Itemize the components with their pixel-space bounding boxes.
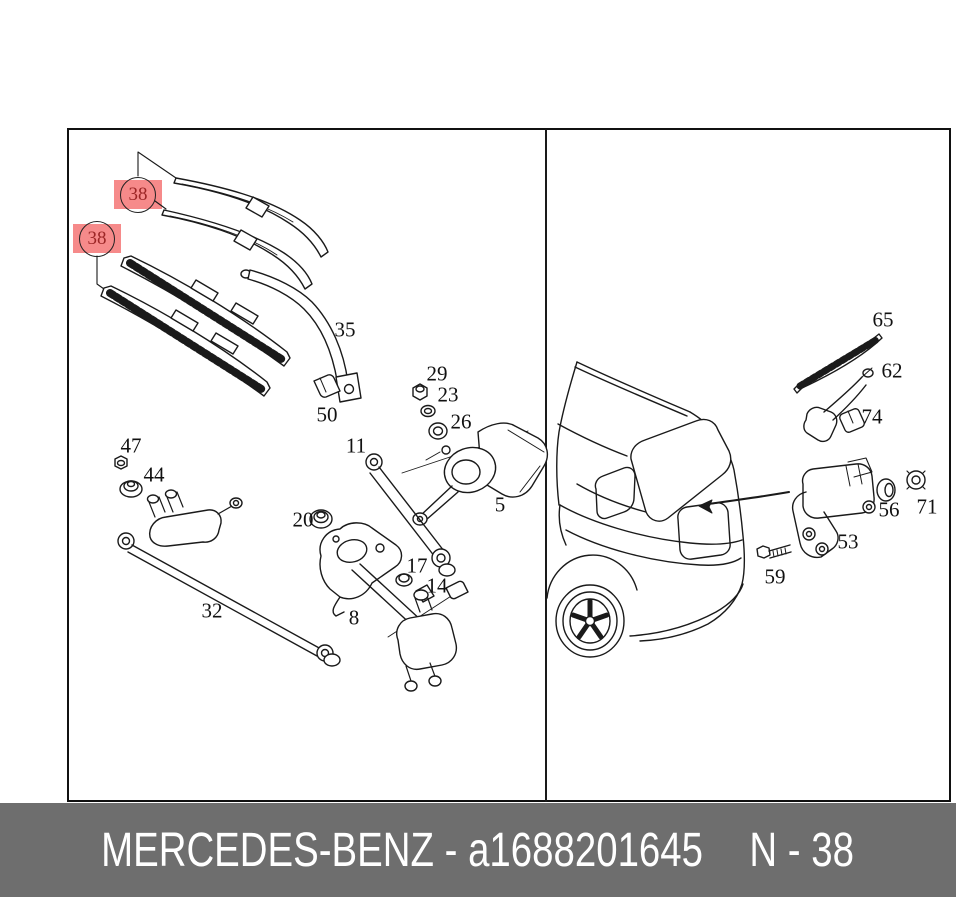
- highlighted-part-number: 38: [79, 220, 115, 257]
- part-label-35: 35: [334, 317, 356, 342]
- part-label-71: 71: [916, 494, 938, 519]
- caption-separator: -: [434, 823, 469, 877]
- part-label-50: 50: [316, 402, 338, 427]
- part-label-11: 11: [345, 433, 367, 458]
- part-label-47: 47: [120, 433, 142, 458]
- caption-text: MERCEDES-BENZ - a1688201645 N - 38: [102, 823, 855, 878]
- part-number-text: a1688201645: [468, 823, 704, 877]
- part-highlight-badge: 38: [114, 176, 162, 213]
- part-label-29: 29: [426, 361, 448, 386]
- part-label-56: 56: [878, 497, 900, 522]
- part-label-59: 59: [764, 564, 786, 589]
- part-label-20: 20: [292, 507, 314, 532]
- part-label-62: 62: [881, 358, 903, 383]
- part-label-74: 74: [861, 404, 883, 429]
- part-label-14: 14: [426, 573, 448, 598]
- brand-name: MERCEDES-BENZ: [101, 823, 435, 877]
- note-code: N - 38: [749, 823, 855, 877]
- part-highlight-badge: 38: [73, 220, 121, 257]
- part-label-23: 23: [437, 382, 459, 407]
- part-label-53: 53: [837, 529, 859, 554]
- highlighted-part-number: 38: [120, 176, 156, 213]
- part-label-32: 32: [201, 598, 223, 623]
- diagram-frame: [67, 128, 951, 802]
- part-label-8: 8: [348, 605, 360, 630]
- part-label-17: 17: [406, 553, 428, 578]
- caption-bar: MERCEDES-BENZ - a1688201645 N - 38: [0, 803, 956, 897]
- part-label-5: 5: [494, 492, 506, 517]
- part-label-65: 65: [872, 307, 894, 332]
- part-label-44: 44: [143, 462, 165, 487]
- part-label-26: 26: [450, 409, 472, 434]
